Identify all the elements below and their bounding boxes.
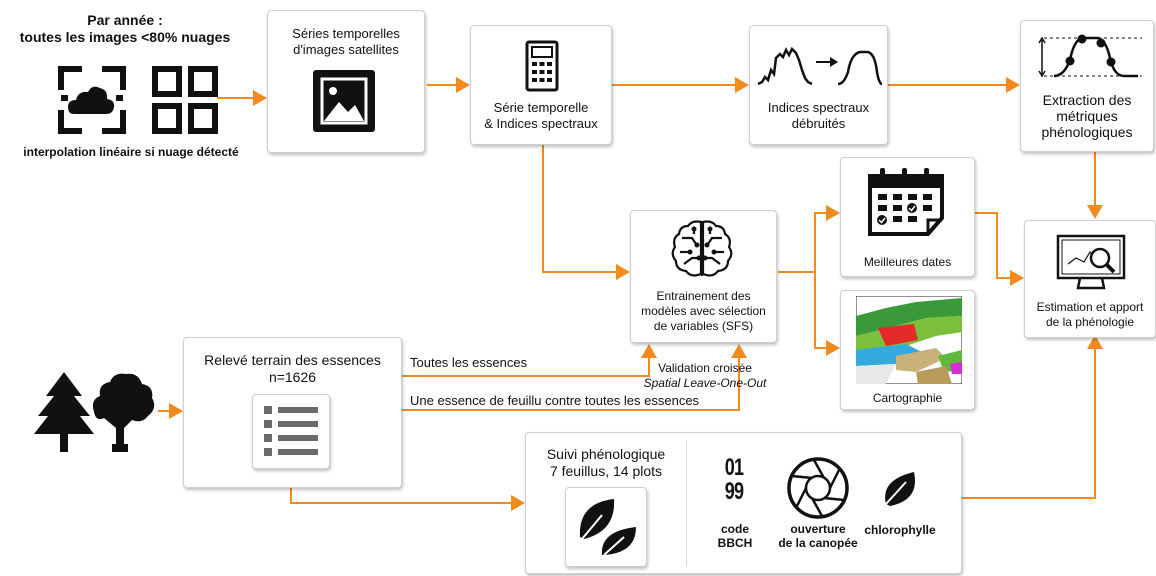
- bbch-bottom: 99: [724, 478, 744, 505]
- classification-map-thumbnail: [856, 296, 962, 384]
- phenology-curve-icon: [1038, 34, 1142, 78]
- phenology-monitoring-label: Suivi phénologique 7 feuillus, 14 plots: [525, 446, 687, 480]
- training-line3: de variables (SFS): [653, 319, 754, 333]
- denoised-indices-line1: Indices spectraux: [767, 100, 870, 115]
- interpolation-note: interpolation linéaire si nuage détecté: [23, 145, 239, 159]
- validation-line2: Spatial Leave-One-Out: [643, 376, 767, 390]
- satellite-series-line1: Séries temporelles: [292, 26, 400, 41]
- denoised-indices-box: [749, 25, 888, 145]
- bbch-label-line1: code: [720, 522, 749, 536]
- field-survey-label: Relevé terrain des essences n=1626: [183, 352, 402, 386]
- model-training-label: Entrainement des modèles avec sélection …: [630, 289, 777, 334]
- field-survey-line2: n=1626: [268, 369, 317, 385]
- metrics-line1: Extraction des: [1042, 92, 1132, 108]
- input-title-line1: Par année :: [87, 12, 163, 28]
- bbch-top: 01: [724, 454, 744, 481]
- leaves-icon: [579, 499, 636, 556]
- canopy-label: ouverture de la canopée: [770, 522, 866, 550]
- calculator-icon: [525, 40, 559, 92]
- training-line2: modèles avec sélection: [641, 304, 766, 318]
- estimation-line1: Estimation et apport: [1036, 300, 1144, 314]
- spectral-indices-box: [470, 25, 612, 145]
- bbch-code-icon: 01 99: [719, 456, 749, 504]
- monitoring-divider: [686, 440, 687, 566]
- denoised-indices-line2: débruités: [791, 116, 846, 131]
- bbch-label: code BBCH: [710, 522, 760, 550]
- monitor-analysis-icon: [1056, 234, 1126, 290]
- satellite-series-label: Séries temporelles d'images satellites: [267, 26, 425, 58]
- leaf-icon: [885, 472, 915, 506]
- input-title: Par année : toutes les images <80% nuage…: [0, 12, 250, 46]
- validation-line1: Validation croisée: [658, 361, 752, 375]
- cartography-label: Cartographie: [872, 391, 943, 405]
- spectral-indices-line2: & Indices spectraux: [484, 116, 598, 131]
- input-title-line2: toutes les images <80% nuages: [19, 29, 231, 45]
- satellite-series-line2: d'images satellites: [293, 42, 399, 57]
- field-survey-line1: Relevé terrain des essences: [204, 352, 381, 368]
- list-icon: [264, 406, 318, 456]
- denoised-indices-label: Indices spectraux débruités: [749, 100, 888, 132]
- image-icon: [313, 70, 375, 132]
- monitoring-line2: 7 feuillus, 14 plots: [549, 463, 663, 479]
- one-vs-all-edge-label: Une essence de feuillu contre toutes les…: [410, 393, 700, 408]
- metrics-extraction-label: Extraction des métriques phénologiques: [1020, 92, 1154, 140]
- calendar-icon: [868, 168, 944, 236]
- chlorophyll-label: chlorophylle: [864, 523, 936, 537]
- best-dates-label: Meilleures dates: [863, 255, 952, 269]
- bbch-label-line2: BBCH: [717, 536, 753, 550]
- camera-aperture-icon: [787, 457, 849, 519]
- metrics-line2: métriques: [1056, 108, 1118, 124]
- ai-brain-icon: [671, 220, 733, 277]
- denoising-curves-icon: [757, 46, 882, 86]
- monitoring-line1: Suivi phénologique: [546, 446, 666, 462]
- cross-validation-label: Validation croisée Spatial Leave-One-Out: [610, 361, 800, 391]
- canopy-label-line1: ouverture: [790, 522, 846, 536]
- image-grid-icon: [152, 66, 218, 134]
- cloudy-image-grid-icon: [58, 66, 126, 134]
- training-line1: Entrainement des: [656, 289, 751, 303]
- all-species-edge-label: Toutes les essences: [410, 355, 528, 370]
- estimation-label: Estimation et apport de la phénologie: [1024, 300, 1156, 330]
- spectral-indices-line1: Série temporelle: [493, 100, 589, 115]
- trees-icon: [34, 372, 155, 452]
- canopy-label-line2: de la canopée: [778, 536, 858, 550]
- spectral-indices-label: Série temporelle & Indices spectraux: [470, 100, 612, 132]
- estimation-line2: de la phénologie: [1045, 315, 1135, 329]
- metrics-line3: phénologiques: [1041, 124, 1133, 140]
